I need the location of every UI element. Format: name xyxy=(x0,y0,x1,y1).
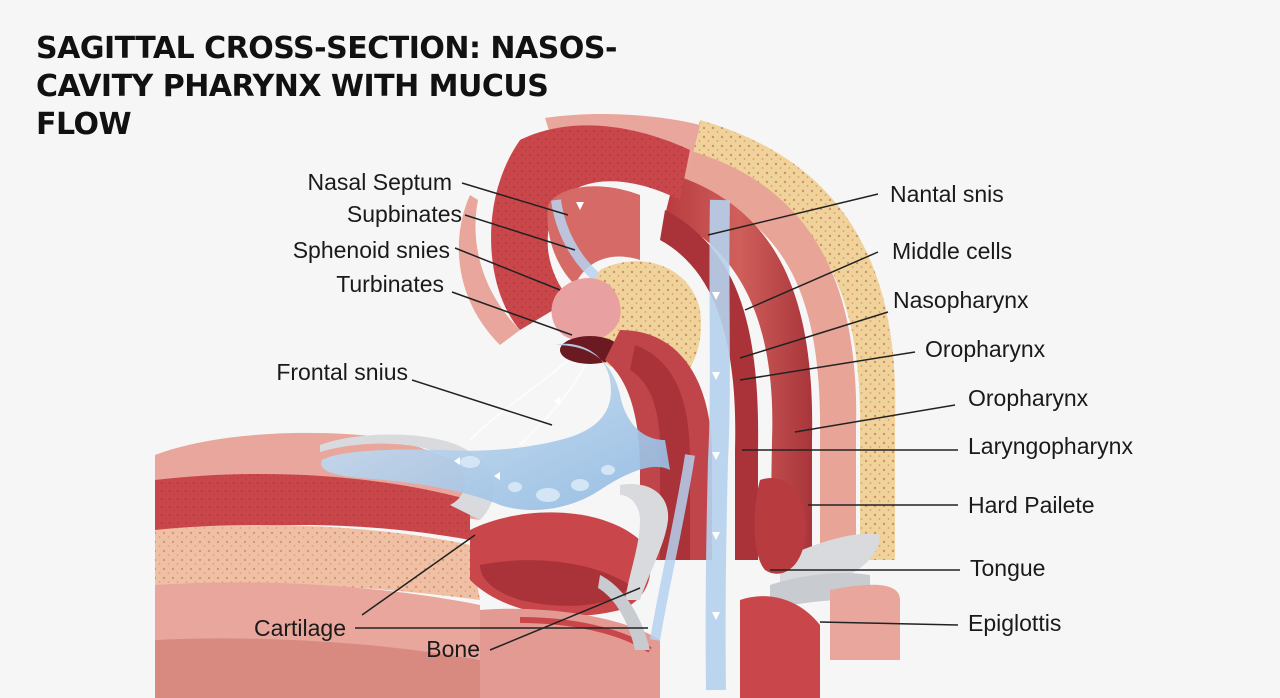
label-sphenoid-snies: Sphenoid snies xyxy=(293,237,450,263)
posterior-pharyngeal-wall xyxy=(660,120,896,560)
mucus-flow xyxy=(321,199,730,691)
leader-lines-left xyxy=(355,182,648,651)
label-epiglottis: Epiglottis xyxy=(968,610,1061,636)
label-hard-pailete: Hard Pailete xyxy=(968,492,1095,518)
label-frontal-snius: Frontal snius xyxy=(276,359,408,385)
label-laryngopharynx: Laryngopharynx xyxy=(968,433,1133,459)
label-oropharynx-1: Oropharynx xyxy=(925,336,1046,362)
label-nasal-septum: Nasal Septum xyxy=(308,169,452,195)
label-cartilage: Cartilage xyxy=(254,615,346,641)
label-nantal-snis: Nantal snis xyxy=(890,181,1004,207)
label-turbinates: Turbinates xyxy=(336,271,444,297)
hard-palate xyxy=(155,432,480,698)
tongue xyxy=(470,512,660,698)
page-title: SAGITTAL CROSS-SECTION: NASOS- CAVITY PH… xyxy=(36,30,636,144)
turbinate-knob xyxy=(551,278,621,364)
laryngeal-muscle xyxy=(740,478,820,698)
label-oropharynx-2: Oropharynx xyxy=(968,385,1089,411)
title-line-2: CAVITY PHARYNX WITH MUCUS FLOW xyxy=(36,69,549,142)
label-middle-cells: Middle cells xyxy=(892,238,1012,264)
title-line-1: SAGITTAL CROSS-SECTION: NASOS- xyxy=(36,31,617,66)
label-tongue: Tongue xyxy=(970,555,1045,581)
nasal-septum-region xyxy=(458,114,700,345)
label-bone: Bone xyxy=(426,636,480,662)
label-supbinates: Supbinates xyxy=(347,201,462,227)
leader-lines-right xyxy=(707,193,960,626)
label-nasopharynx: Nasopharynx xyxy=(893,287,1029,313)
